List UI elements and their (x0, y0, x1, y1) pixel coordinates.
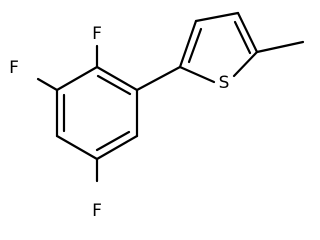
atom-label-sulfur: S (219, 73, 230, 93)
ring-bond-c6-c1 (95, 65, 139, 92)
thiophene-bond-c5-s (232, 50, 259, 78)
bond-methyl (255, 40, 305, 54)
ring-double-bond-inner-3 (95, 130, 131, 152)
ring-bond-c3-c4 (55, 134, 99, 161)
atom-label-f-bottom: F (92, 201, 102, 221)
chemical-structure-diagram: F F F S (9, 11, 305, 221)
thiophene-bond-c3-c4 (194, 11, 240, 23)
atom-label-f-left: F (9, 58, 19, 78)
thiophene-bond-c2-c3 (178, 19, 198, 69)
benzene-ring (55, 65, 139, 161)
bond-c2-f-left (36, 77, 59, 92)
thiophene-ring (178, 11, 259, 84)
bond-phenyl-thiophene (135, 65, 182, 92)
ring-bond-c4-c5 (95, 134, 139, 161)
ring-bond-c1-c2 (55, 65, 99, 92)
thiophene-double-bond-c4-c5 (233, 20, 252, 55)
thiophene-bond-c4-c5 (236, 11, 259, 54)
atom-label-f-top: F (92, 24, 102, 44)
thiophene-bond-s-c2 (178, 65, 216, 84)
thiophene-double-bond-c2-c3 (187, 27, 203, 64)
ring-double-bond-inner-1 (96, 74, 132, 96)
